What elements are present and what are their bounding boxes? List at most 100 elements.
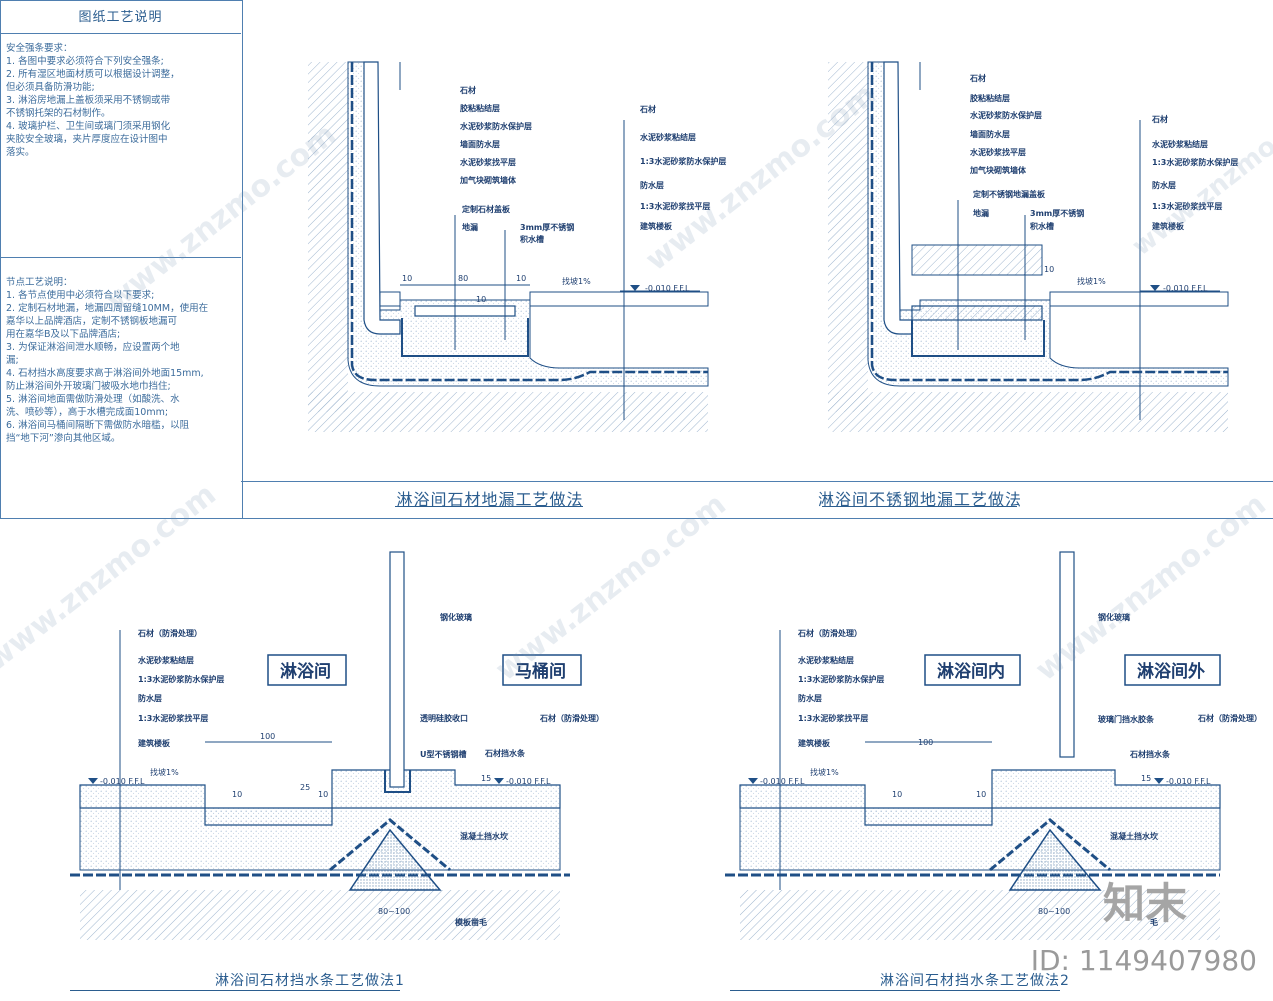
drawing2-title: 淋浴间不锈钢地漏工艺做法	[817, 490, 1022, 509]
id-tag: ID: 1149407980	[1030, 944, 1257, 977]
d3-right-label: 透明硅胶收口	[420, 713, 468, 723]
drawing1-title: 淋浴间石材地漏工艺做法	[396, 490, 584, 509]
d2-wall-label: 胶粘粘结层	[970, 93, 1010, 103]
d1-dim: 10	[402, 274, 412, 283]
d2-wall-label: 墙面防水层	[970, 129, 1010, 139]
d4-room-left: 淋浴间内	[937, 661, 1005, 682]
drawing4-section	[725, 551, 1221, 940]
drawing2-stone-floor	[1049, 291, 1229, 307]
d3-left-label: 水泥砂浆粘结层	[137, 655, 194, 665]
drawing2-grate	[911, 305, 1043, 321]
safety-item: 3. 淋浴房地漏上盖板须采用不锈钢或带	[6, 95, 171, 106]
d3-room-right: 马桶间	[515, 661, 566, 682]
drawing1-stone-layer	[363, 61, 401, 335]
safety-notes: 安全强条要求： 1. 各图中要求必须符合下列安全强条; 2. 所有湿区地面材质可…	[6, 42, 238, 159]
d2-wall-label: 水泥砂浆防水保护层	[969, 110, 1042, 120]
d2-floor-label: 防水层	[1152, 180, 1176, 190]
d1-dim: 80	[458, 274, 468, 283]
drawing3-level-marker-right	[494, 778, 504, 784]
node-item: 5. 淋浴间地面需做防滑处理（如酸洗、水	[6, 394, 180, 405]
d3-right-label: 石材（防滑处理）	[539, 713, 604, 723]
d1-drain-label: 地漏	[462, 222, 478, 232]
node-item: 挡“地下河”渗向其他区域。	[6, 433, 121, 444]
d4-right-label: 钢化玻璃	[1098, 612, 1130, 622]
d4-left-label: 建筑楼板	[797, 738, 831, 748]
node-item: 防止淋浴间外开玻璃门被吸水地巾挡住;	[6, 381, 171, 392]
d1-floor-label: 1:3水泥砂浆防水保护层	[640, 156, 726, 166]
d1-dim: 10	[516, 274, 526, 283]
d3-dim: 100	[260, 732, 275, 741]
d1-slope: 找坡1%	[562, 276, 591, 286]
node-item: 嘉华以上品牌酒店，定制不锈钢板地漏可	[6, 316, 178, 327]
drawing1-labels: 石材 胶粘粘结层 水泥砂浆防水保护层 墙面防水层 水泥砂浆找平层 加气块砌筑墙体…	[402, 85, 726, 304]
d1-floor-label: 水泥砂浆粘结层	[639, 132, 696, 142]
d1-floor-label: 石材	[639, 104, 656, 114]
drawing3-room-left-box	[267, 654, 347, 686]
d4-left-label: 水泥砂浆粘结层	[797, 655, 854, 665]
safety-item: 4. 玻璃护栏、卫生间或璃门须采用钢化	[6, 121, 171, 132]
d4-dim: 15	[1141, 774, 1151, 783]
drawing1-stone-floor	[529, 291, 709, 307]
d1-drain-label: 定制石材盖板	[461, 204, 511, 214]
drawing4-title-underline	[730, 990, 1060, 991]
d3-level: -0.010 F.F.L	[100, 777, 145, 786]
drawing2-wall	[828, 62, 868, 412]
d4-left-label: 石材（防滑处理）	[797, 628, 862, 638]
d1-level: -0.010 F.F.L	[645, 284, 690, 293]
d2-wall-label: 加气块砌筑墙体	[969, 165, 1027, 175]
drawing1-waterproof	[350, 62, 708, 382]
drawing4-kerb	[1008, 828, 1102, 891]
top-title-divider	[241, 481, 1273, 482]
node-title: 节点工艺说明：	[6, 277, 73, 288]
d2-drain-label: 地漏	[973, 208, 989, 218]
d3-left-label: 石材（防滑处理）	[137, 628, 202, 638]
node-item: 1. 各节点使用中必须符合以下要求;	[6, 290, 155, 301]
d1-drain-label: 积水槽	[520, 234, 544, 244]
drawing2-grate-plan	[911, 244, 1043, 276]
d3-left-label: 1:3水泥砂浆防水保护层	[138, 674, 224, 684]
d4-left-label: 1:3水泥砂浆找平层	[798, 713, 868, 723]
d2-wall-label: 石材	[969, 73, 986, 83]
d4-dim: 10	[976, 790, 986, 799]
d3-left-label: 1:3水泥砂浆找平层	[138, 713, 208, 723]
drawing2-floor-slab	[828, 392, 1228, 432]
d3-dim: 25	[300, 783, 310, 792]
drawing3-level-marker	[88, 778, 98, 784]
logo: 知末	[1102, 879, 1187, 928]
d1-wall-label: 加气块砌筑墙体	[459, 175, 517, 185]
d4-left-label: 防水层	[798, 693, 822, 703]
d3-dim: 10	[232, 790, 242, 799]
safety-item: 夹胶安全玻璃，夹片厚度应在设计图中	[6, 134, 168, 145]
safety-item: 不锈钢托架的石材制作。	[6, 108, 111, 119]
d3-level-right: -0.010 F.F.L	[506, 777, 551, 786]
drawing3-title: 淋浴间石材挡水条工艺做法1	[215, 973, 405, 989]
d1-wall-label: 墙面防水层	[460, 139, 500, 149]
d2-floor-label: 1:3水泥砂浆找平层	[1152, 201, 1222, 211]
node-item: 漏;	[6, 355, 19, 366]
notes-panel	[0, 0, 243, 519]
drawing3-kerb	[348, 828, 442, 891]
d4-left-label: 1:3水泥砂浆防水保护层	[798, 674, 884, 684]
d3-dim: 80~100	[378, 907, 410, 916]
drawing2-title-underline	[822, 506, 1017, 507]
drawing1-floor-slab	[308, 392, 708, 432]
d1-wall-label: 水泥砂浆找平层	[459, 157, 516, 167]
drawing1-wall	[308, 62, 348, 412]
d1-floor-label: 建筑楼板	[639, 221, 673, 231]
d1-floor-label: 防水层	[640, 180, 664, 190]
drawing2-labels: 石材 胶粘粘结层 水泥砂浆防水保护层 墙面防水层 水泥砂浆找平层 加气块砌筑墙体…	[969, 73, 1238, 293]
d4-slope: 找坡1%	[810, 767, 839, 777]
safety-item: 1. 各图中要求必须符合下列安全强条;	[6, 56, 164, 67]
d3-right-label: 模板凿毛	[455, 917, 487, 927]
d1-floor-label: 1:3水泥砂浆找平层	[640, 201, 710, 211]
node-item: 洗、喷砂等），高于水槽完成面10mm;	[6, 407, 169, 418]
d2-drain-label: 3mm厚不锈钢	[1030, 208, 1084, 218]
node-notes: 节点工艺说明： 1. 各节点使用中必须符合以下要求; 2. 定制石材地漏，地漏四…	[6, 276, 238, 445]
d4-right-label: 石材挡水条	[1129, 749, 1171, 759]
d2-drain-label: 积水槽	[1030, 221, 1054, 231]
notes-mid-divider	[0, 257, 241, 258]
drawing3-u-channel	[384, 770, 411, 793]
d1-dim: 10	[476, 295, 486, 304]
d2-dim: 10	[1044, 265, 1054, 274]
d3-right-label: 石材挡水条	[484, 748, 526, 758]
